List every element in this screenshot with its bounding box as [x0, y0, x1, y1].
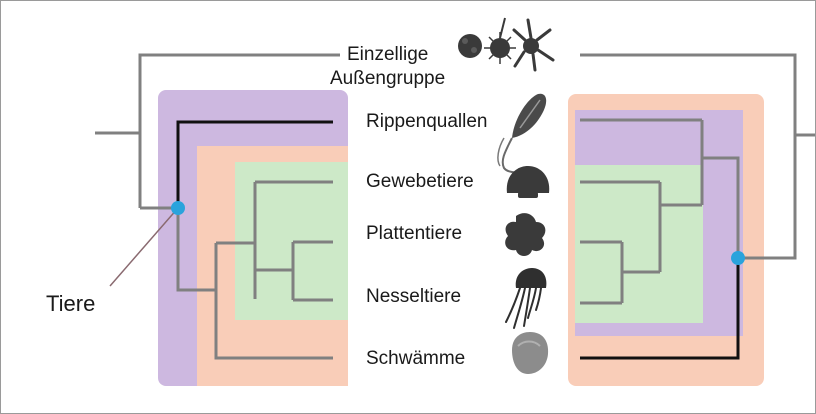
comb-jelly-silhouette-icon: [498, 94, 546, 174]
left-animal-node: [171, 201, 185, 215]
cnidaria-label: Nesseltiere: [366, 286, 461, 308]
placozoa-label: Plattentiere: [366, 223, 462, 245]
sponge-silhouette-icon: [512, 332, 548, 374]
right-animal-node: [731, 251, 745, 265]
outgroup-label-line1: Einzellige: [347, 44, 428, 66]
protist-silhouettes-icon: [458, 18, 553, 70]
ctenophora-label: Rippenquallen: [366, 111, 488, 133]
shell-silhouette-icon: [507, 166, 549, 198]
right-green-box: [575, 165, 703, 323]
porifera-label: Schwämme: [366, 348, 465, 370]
animals-label: Tiere: [46, 293, 95, 315]
placozoan-silhouette-icon: [505, 213, 545, 256]
jellyfish-silhouette-icon: [506, 268, 546, 328]
outgroup-label-line2: Außengruppe: [330, 68, 445, 90]
bilateria-label: Gewebetiere: [366, 171, 474, 193]
